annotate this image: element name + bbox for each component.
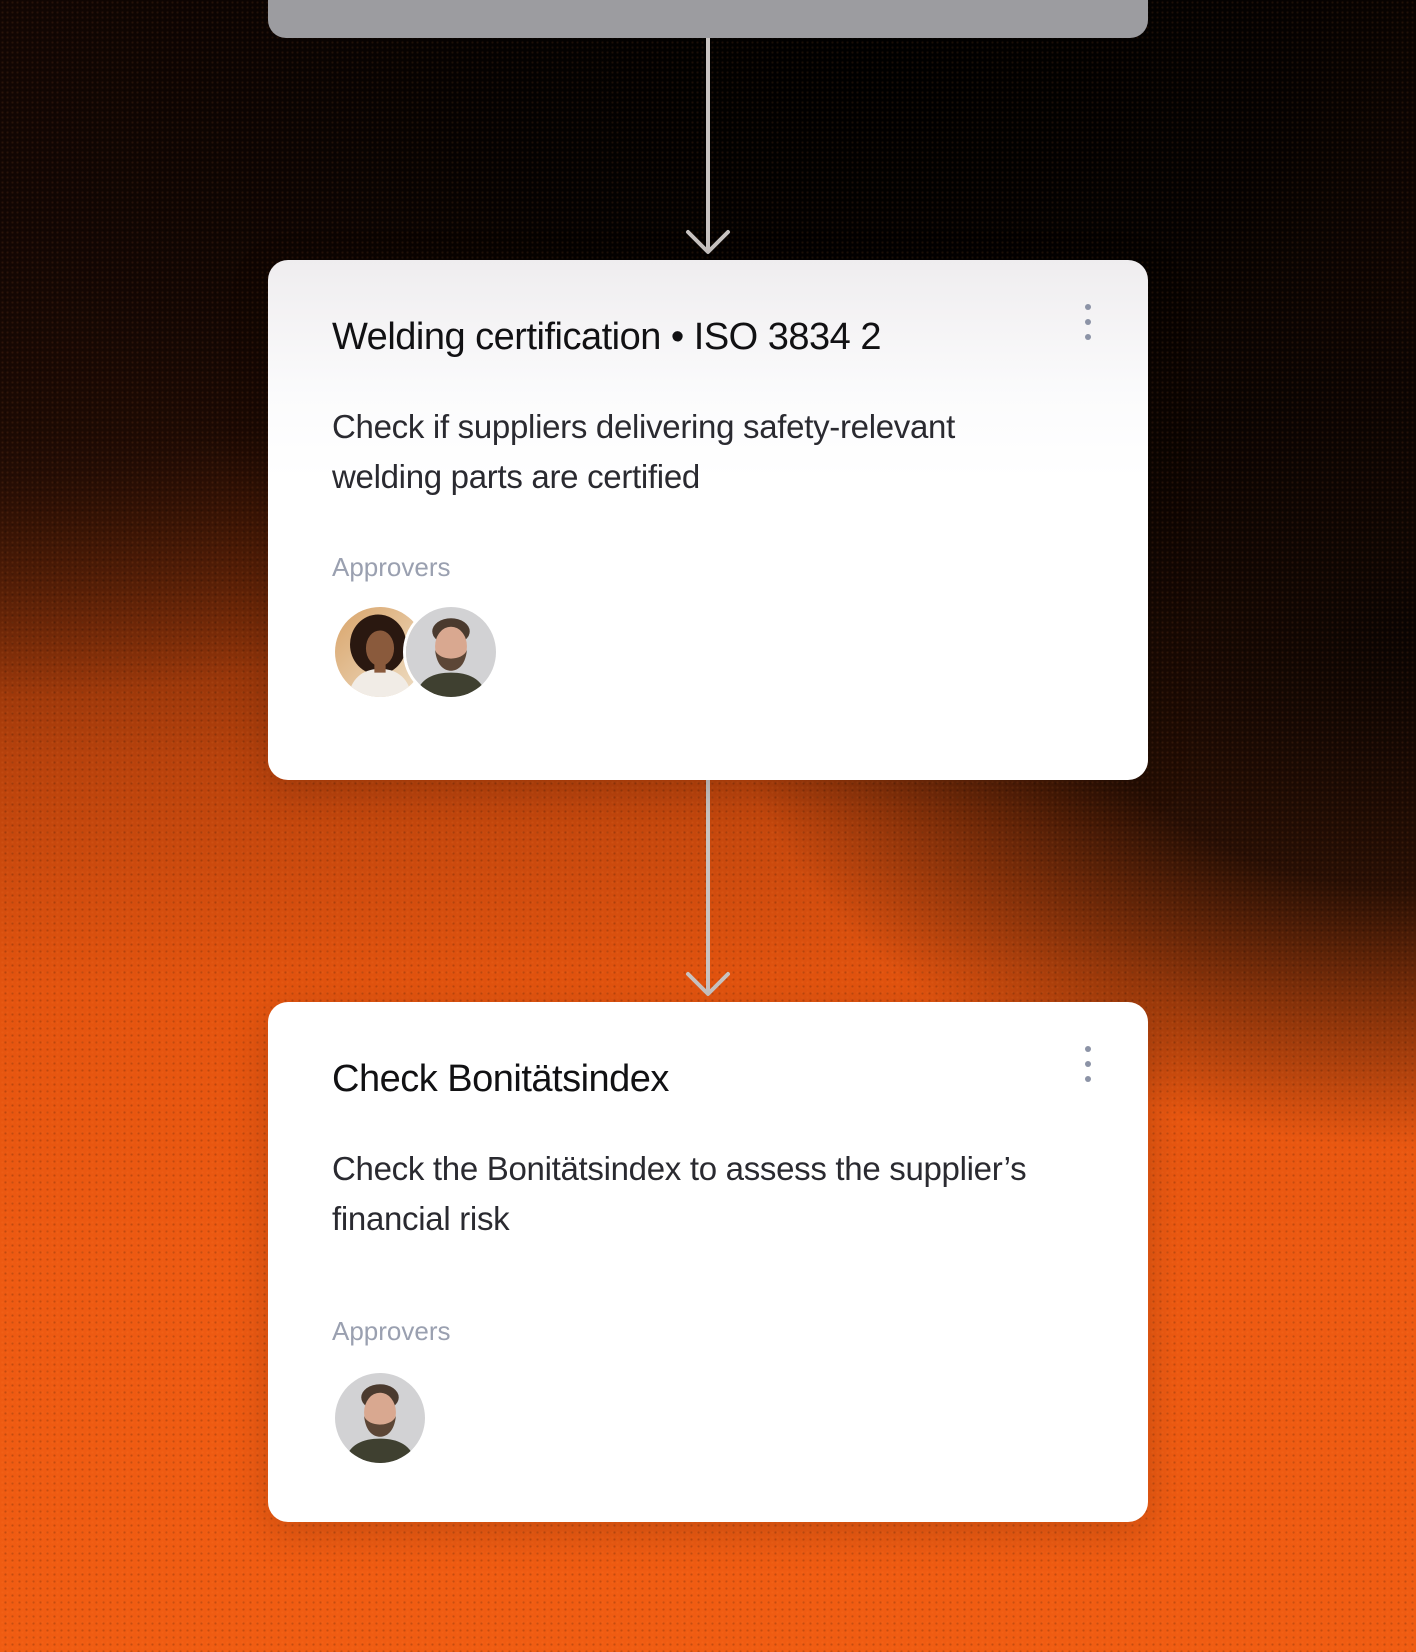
approvers-label: Approvers: [332, 1316, 451, 1346]
more-options-button[interactable]: [1078, 1046, 1098, 1082]
previous-step-card[interactable]: [268, 0, 1148, 38]
approvers-list: [332, 604, 499, 700]
approvers-list: [332, 1370, 428, 1466]
approvers-label: Approvers: [332, 552, 451, 582]
arrow-down-icon: [686, 972, 730, 996]
step-title: Check Bonitätsindex: [332, 1058, 669, 1100]
step-title: Welding certification • ISO 3834 2: [332, 316, 882, 358]
approver-avatar-man[interactable]: [403, 604, 499, 700]
arrow-down-icon: [686, 230, 730, 254]
woman-avatar: [335, 607, 425, 697]
more-vertical-icon: [1085, 1046, 1091, 1052]
step-description: Check if suppliers delivering safety-rel…: [332, 408, 955, 495]
step-description: Check the Bonitätsindex to assess the su…: [332, 1150, 1027, 1237]
workflow-step-card[interactable]: Check Bonitätsindex Check the Bonitätsin…: [268, 1002, 1148, 1522]
more-options-button[interactable]: [1078, 304, 1098, 340]
approver-avatar-man[interactable]: [332, 1370, 428, 1466]
workflow-step-card[interactable]: Welding certification • ISO 3834 2 Check…: [268, 260, 1148, 780]
approver-avatar-woman[interactable]: [332, 604, 428, 700]
man-avatar: [406, 607, 496, 697]
man-avatar: [335, 1373, 425, 1463]
more-vertical-icon: [1085, 304, 1091, 310]
